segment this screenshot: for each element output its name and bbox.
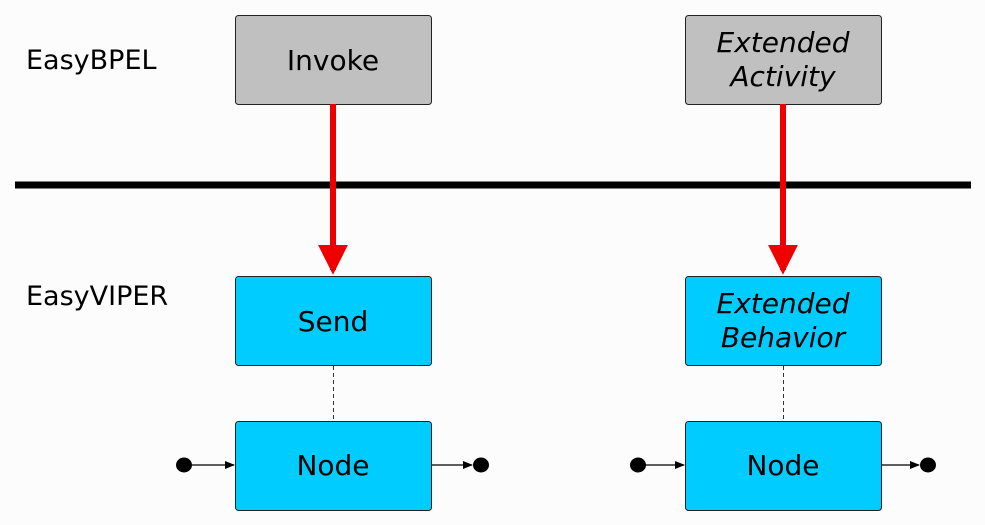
node-left-box	[235, 421, 432, 511]
node-left-input-dot	[176, 457, 192, 473]
send-box	[235, 276, 432, 366]
node-left: Node	[176, 421, 489, 511]
layer-label-easyviper: EasyVIPER	[26, 281, 168, 312]
extended-behavior-box	[685, 276, 882, 366]
node-right: Node	[630, 421, 936, 511]
invoke-label: Invoke	[287, 44, 379, 77]
extended-behavior-label-line2: Behavior	[721, 321, 847, 354]
node-left-output-dot	[473, 457, 489, 473]
node-right-box	[685, 421, 882, 511]
node-right-input-dot	[630, 457, 646, 473]
send-label: Send	[298, 305, 369, 338]
extended-behavior: Extended Behavior	[685, 276, 882, 366]
extended-activity-label-line1: Extended	[717, 26, 850, 59]
node-right-label: Node	[746, 449, 819, 482]
node-left-label: Node	[296, 449, 369, 482]
extended-activity-label-line2: Activity	[728, 60, 836, 93]
extended-behavior-label-line1: Extended	[717, 287, 850, 320]
extended-activity: Extended Activity	[685, 15, 882, 105]
layer-label-easybpel: EasyBPEL	[26, 45, 157, 76]
node-right-output-dot	[920, 457, 936, 473]
invoke-activity: Invoke	[235, 15, 432, 105]
send-behavior: Send	[235, 276, 432, 366]
